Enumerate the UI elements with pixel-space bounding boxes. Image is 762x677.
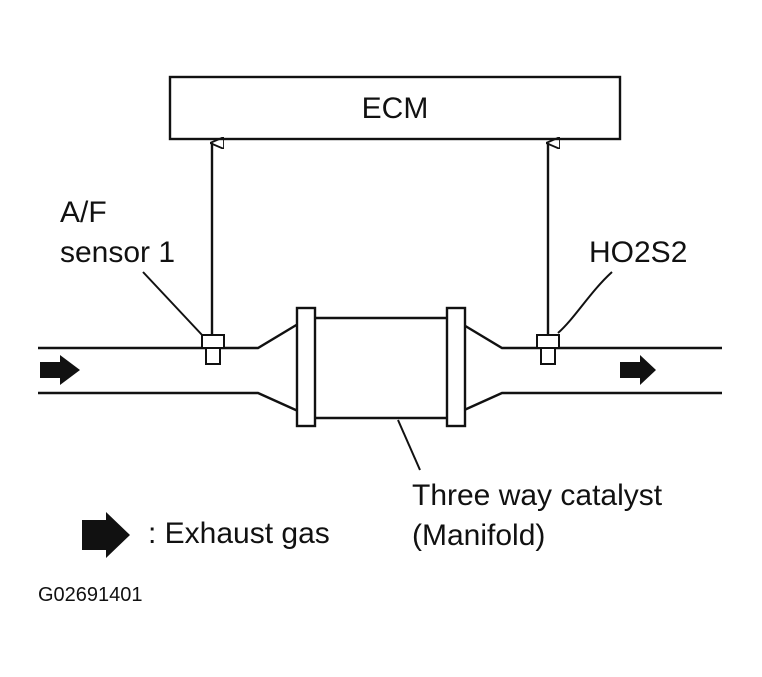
exhaust-pipe: [38, 322, 722, 413]
af-sensor-1: [201, 334, 225, 365]
catalyst-body: [295, 306, 467, 428]
legend: : Exhaust gas: [82, 512, 330, 558]
catalyst-label-line2: (Manifold): [412, 519, 545, 552]
ho2s2-label: HO2S2: [589, 236, 687, 269]
af-sensor-label-line2: sensor 1: [60, 236, 175, 269]
catalyst-label-line1: Three way catalyst: [412, 479, 663, 512]
ecm-box: ECM: [168, 75, 622, 141]
ho2s2-sensor: [536, 334, 560, 365]
ecm-label: ECM: [362, 92, 429, 125]
figure-code: G02691401: [38, 584, 143, 606]
af-sensor-label-line1: A/F: [60, 196, 107, 229]
legend-label: : Exhaust gas: [148, 517, 330, 550]
flow-arrow-icon: [82, 512, 130, 558]
flow-arrow-icon: [620, 355, 656, 385]
leader-catalyst: [397, 419, 421, 471]
leader-af-sensor: [142, 271, 204, 337]
leader-ho2s2: [557, 271, 613, 334]
flow-arrow-icon: [40, 355, 80, 385]
